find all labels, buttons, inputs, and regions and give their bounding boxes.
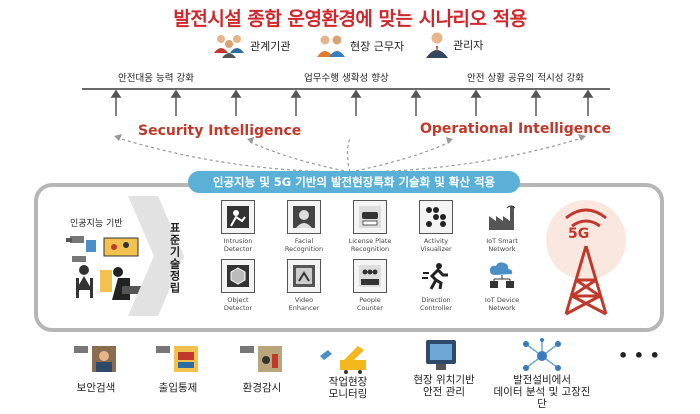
app-label: License Plate Recognition bbox=[348, 237, 392, 253]
ai-based-label: 인공지능 기반 bbox=[70, 219, 123, 229]
role-label-workers: 현장 근무자 bbox=[350, 40, 405, 53]
app-facial-recognition: Facial Recognition bbox=[272, 200, 336, 253]
app-direction-controller: Direction Controller bbox=[404, 259, 468, 312]
bar-label-timely-sharing: 안전 상황 공유의 적시성 강화 bbox=[467, 73, 584, 84]
core-technology-banner: 인공지능 및 5G 기반의 발전현장특화 기술화 및 확산 적용 bbox=[188, 171, 520, 193]
bottom-label-env-monitor: 환경감시 bbox=[242, 382, 282, 394]
page-title: 발전시설 종합 운영환경에 맞는 시나리오 적용 bbox=[173, 8, 527, 30]
running-icon bbox=[419, 259, 453, 293]
app-activity-visualizer: Activity Visualizer bbox=[404, 200, 468, 253]
role-agencies: 관계기관 bbox=[212, 33, 290, 59]
bottom-label-access-control: 출입통제 bbox=[158, 382, 198, 394]
5g-tower-icon bbox=[546, 200, 626, 316]
video-icon bbox=[287, 259, 321, 293]
role-field-workers: 현장 근무자 bbox=[316, 33, 404, 59]
intrusion-icon bbox=[221, 200, 255, 234]
security-intelligence-label: Security Intelligence bbox=[138, 123, 302, 139]
app-label: Intrusion Detector bbox=[223, 237, 253, 253]
app-iot-device-network: IoT Device Network bbox=[470, 259, 534, 312]
activity-grid-icon bbox=[419, 200, 453, 234]
dashed-curve-arrows bbox=[114, 134, 586, 173]
up-arrows bbox=[110, 90, 594, 116]
standard-tech-label: 표준기술정립 bbox=[168, 222, 181, 294]
face-icon bbox=[287, 200, 321, 234]
cube-icon bbox=[221, 259, 255, 293]
cloud-network-icon bbox=[485, 259, 519, 293]
role-label-manager: 관리자 bbox=[453, 39, 484, 52]
env-monitor-icon bbox=[240, 346, 282, 372]
bottom-label-location-safety: 현장 위치기반 안전 관리 bbox=[413, 374, 475, 398]
people-counter-icon bbox=[353, 259, 387, 293]
app-iot-smart-network: IoT Smart Network bbox=[470, 200, 534, 253]
app-label: Facial Recognition bbox=[284, 237, 324, 253]
app-people-counter: People Counter bbox=[338, 259, 402, 312]
app-label: IoT Device Network bbox=[484, 296, 520, 312]
app-label: IoT Smart Network bbox=[486, 237, 518, 253]
workers-icon bbox=[317, 35, 345, 57]
app-label: People Counter bbox=[357, 296, 383, 312]
factory-icon bbox=[485, 200, 519, 234]
app-intrusion-detector: Intrusion Detector bbox=[206, 200, 270, 253]
app-label: Activity Visualizer bbox=[420, 237, 452, 253]
more-indicator: • • • bbox=[618, 346, 660, 365]
ai-surveillance-illustration bbox=[66, 236, 142, 300]
location-safety-icon bbox=[426, 340, 456, 370]
app-label: Video Enhancer bbox=[288, 296, 320, 312]
bottom-label-security-scan: 보안검색 bbox=[76, 382, 116, 394]
security-scan-icon bbox=[74, 346, 116, 372]
worksite-icon bbox=[320, 346, 366, 374]
5g-badge: 5G bbox=[568, 226, 590, 242]
bar-label-work-accuracy: 업무수행 생확성 향상 bbox=[304, 73, 389, 84]
app-object-detector: Object Detector bbox=[206, 259, 270, 312]
bottom-label-worksite: 작업현장 모니터링 bbox=[328, 376, 368, 400]
manager-icon bbox=[426, 32, 448, 58]
app-license-plate: License Plate Recognition bbox=[338, 200, 402, 253]
chevron-arrow-icon bbox=[128, 196, 184, 316]
app-label: Direction Controller bbox=[420, 296, 452, 312]
role-manager: 관리자 bbox=[425, 31, 483, 59]
operational-intelligence-label: Operational Intelligence bbox=[420, 121, 612, 137]
app-video-enhancer: Video Enhancer bbox=[272, 259, 336, 312]
group-people-icon bbox=[214, 35, 244, 58]
bar-label-safety-response: 안전대응 능력 강화 bbox=[118, 73, 194, 84]
access-control-icon bbox=[156, 346, 198, 372]
horizontal-divider bbox=[82, 88, 610, 90]
app-label: Object Detector bbox=[223, 296, 253, 312]
role-label-agencies: 관계기관 bbox=[250, 40, 291, 53]
car-plate-icon bbox=[353, 200, 387, 234]
app-grid: Intrusion Detector Facial Recognition Li… bbox=[206, 200, 534, 312]
bottom-label-data-analysis: 발전설비에서 데이터 분석 및 고장진단 bbox=[493, 374, 591, 410]
data-analysis-icon bbox=[523, 338, 561, 371]
